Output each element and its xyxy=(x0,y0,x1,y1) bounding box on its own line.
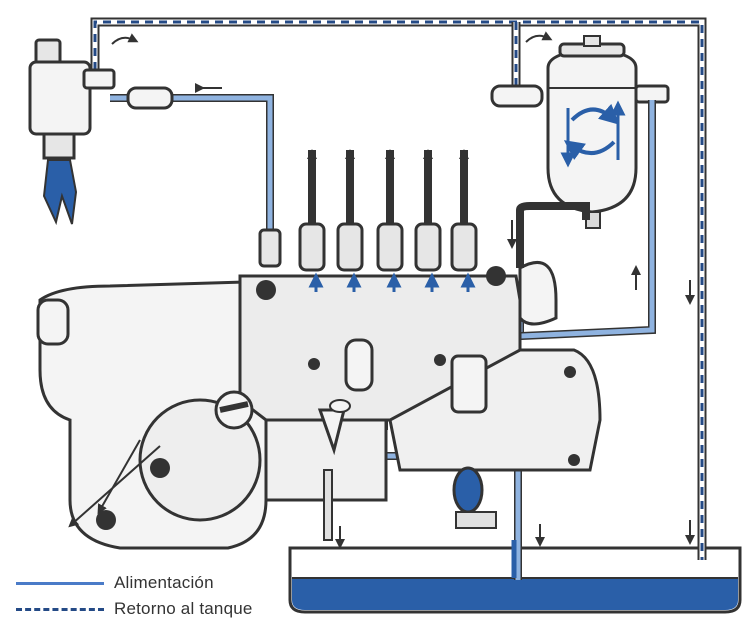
legend-feed-swatch xyxy=(16,581,104,585)
delivery-valve-4 xyxy=(376,149,404,292)
legend-feed-label: Alimentación xyxy=(114,573,214,592)
flow-arrows xyxy=(335,265,695,549)
return-line xyxy=(90,17,707,560)
legend-return-swatch xyxy=(16,607,104,611)
legend-return: Retorno al tanque xyxy=(16,598,253,620)
delivery-valve-5 xyxy=(414,149,442,292)
injector xyxy=(28,31,553,226)
delivery-valves xyxy=(258,149,478,292)
injection-pump xyxy=(36,202,602,550)
fuel-filter xyxy=(490,35,670,229)
delivery-valve-2 xyxy=(298,149,326,292)
delivery-valve-6 xyxy=(450,149,478,292)
legend-return-label: Retorno al tanque xyxy=(114,599,253,618)
delivery-valve-3 xyxy=(336,149,364,292)
delivery-valve-1 xyxy=(258,228,282,268)
legend-feed: Alimentación xyxy=(16,572,214,594)
